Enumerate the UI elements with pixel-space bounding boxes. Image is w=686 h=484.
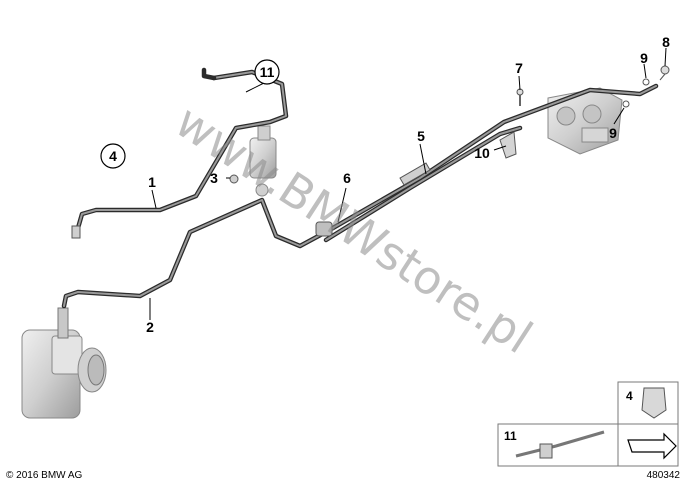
label-11-ring <box>254 59 280 85</box>
cable-tie-icon <box>515 430 605 458</box>
bleeder-8 <box>659 65 670 81</box>
label-2: 2 <box>146 319 154 335</box>
brake-pipe-2 <box>61 197 329 309</box>
legend-arrow-box <box>617 423 679 467</box>
label-9-bottom: 9 <box>609 125 617 141</box>
label-9-top: 9 <box>640 50 648 66</box>
label-3: 3 <box>210 170 218 186</box>
legend-11-number: 11 <box>504 429 517 443</box>
label-4: 4 <box>109 148 117 164</box>
label-8: 8 <box>662 34 670 50</box>
brake-hose-5 <box>323 83 659 243</box>
label-11: 11 <box>260 64 275 80</box>
brake-distributor-block <box>249 125 277 197</box>
clip-icon <box>641 387 667 419</box>
seal-9 <box>622 78 650 108</box>
label-7: 7 <box>515 60 523 76</box>
legend-4-number: 4 <box>626 389 633 403</box>
nut-3 <box>229 174 239 184</box>
hose-clamp-6 <box>315 221 333 237</box>
label-4-ring <box>100 143 126 169</box>
diagram-number: 480342 <box>647 470 681 481</box>
abs-pressure-modulator <box>21 307 107 419</box>
label-6: 6 <box>343 170 351 186</box>
bracket-10 <box>499 131 517 159</box>
legend-item-11: 11 <box>497 423 619 467</box>
brake-caliper <box>547 87 623 155</box>
arrow-icon <box>627 432 677 460</box>
label-1: 1 <box>148 174 156 190</box>
label-5: 5 <box>417 128 425 144</box>
copyright-text: © 2016 BMW AG <box>6 470 83 481</box>
screw-7 <box>516 88 524 106</box>
legend-item-4: 4 <box>617 381 679 425</box>
label-10: 10 <box>474 145 490 161</box>
